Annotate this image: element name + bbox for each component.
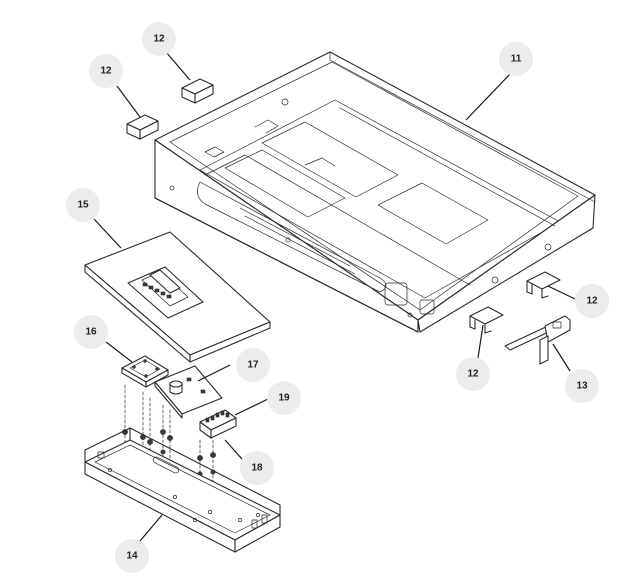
part-17-circuit-board — [154, 365, 223, 419]
callout-12-right-label: 12 — [586, 296, 598, 307]
part-14-base-chassis — [84, 427, 281, 553]
callout-12-right: 12 — [575, 284, 609, 318]
callout-15: 15 — [66, 188, 100, 222]
callout-16: 16 — [74, 315, 108, 349]
part-15-cover — [84, 231, 271, 363]
callout-19: 19 — [267, 381, 301, 415]
callout-12-top: 12 — [142, 22, 176, 56]
callout-13: 13 — [565, 369, 599, 403]
callout-11: 11 — [499, 42, 533, 76]
part-13-bracket — [504, 315, 571, 365]
part-12-clip-a — [181, 78, 214, 104]
callout-12-left-label: 12 — [100, 66, 112, 77]
callout-13-label: 13 — [576, 381, 588, 392]
part-12-clip-c — [526, 271, 561, 299]
callout-19-label: 19 — [278, 393, 290, 404]
callout-14: 14 — [115, 539, 149, 573]
part-12-clip-b — [126, 114, 159, 140]
callout-12-bottom: 12 — [456, 357, 490, 391]
callout-16-label: 16 — [85, 327, 97, 338]
callout-17-label: 17 — [247, 360, 259, 371]
callout-12-top-label: 12 — [153, 34, 165, 45]
part-19-terminal-block — [199, 409, 237, 439]
callout-15-label: 15 — [77, 200, 89, 211]
callout-18: 18 — [240, 451, 274, 485]
callout-11-label: 11 — [511, 54, 522, 65]
callout-12-left: 12 — [89, 54, 123, 88]
callout-14-label: 14 — [126, 551, 138, 562]
leader-lines — [93, 51, 576, 542]
callout-17: 17 — [236, 348, 270, 382]
callout-12-bottom-label: 12 — [467, 369, 479, 380]
part-16-module — [121, 355, 169, 388]
part-12-clip-d — [469, 306, 504, 334]
callout-18-label: 18 — [251, 463, 263, 474]
part-11-tray — [154, 51, 596, 333]
